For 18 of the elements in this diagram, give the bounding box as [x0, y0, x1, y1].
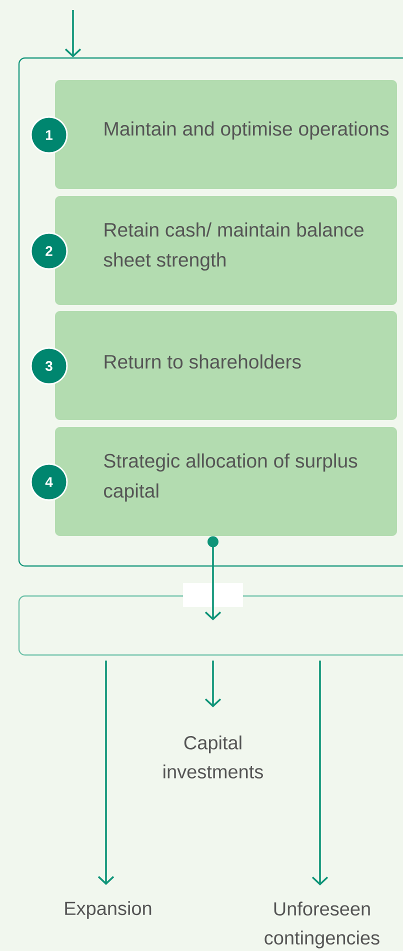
outcome-label: Unforeseen contingencies — [264, 902, 380, 948]
number-badge: 4 — [30, 463, 68, 501]
step-box: Maintain and optimise operations — [55, 80, 397, 190]
arrow — [312, 660, 328, 886]
number-badge: 3 — [30, 347, 68, 385]
outcome-label: Capital investments — [164, 736, 263, 778]
container-box — [18, 57, 403, 567]
step-box: Retain cash/ maintain balance sheet strength — [55, 196, 397, 305]
arrow — [204, 536, 222, 620]
container-box — [18, 595, 403, 656]
outcome-label: Expansion — [65, 901, 152, 919]
number-badge: 2 — [30, 232, 68, 270]
arrow — [98, 660, 114, 885]
arrow — [64, 10, 82, 58]
step-box: Return to shareholders — [55, 311, 397, 420]
step-box: Strategic allocation of surplus capital — [55, 427, 397, 536]
arrow — [204, 660, 222, 708]
number-badge: 1 — [30, 116, 68, 154]
